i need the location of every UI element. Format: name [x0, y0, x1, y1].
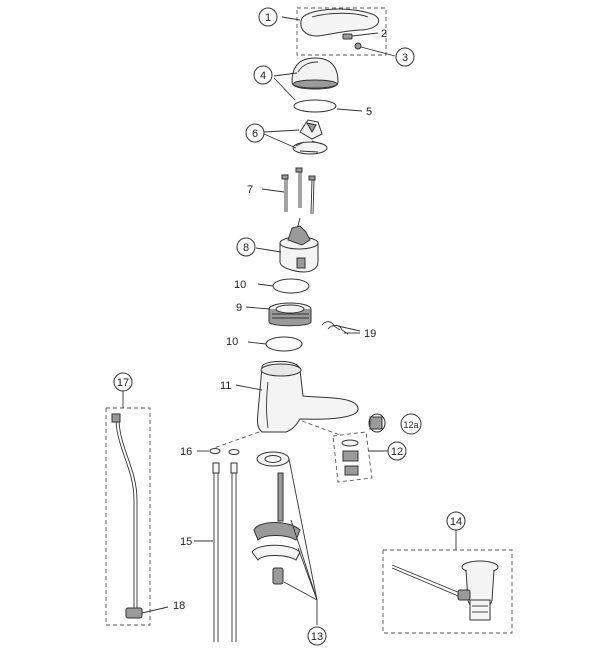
part-cap [354, 42, 362, 50]
callout-18: 18 [173, 600, 185, 612]
callout-6-label: 6 [252, 128, 258, 140]
callout-10-upper: 10 [234, 279, 246, 291]
callout-2: 2 [381, 28, 387, 40]
callout-13-label: 13 [311, 631, 323, 643]
callout-8-label: 8 [243, 242, 249, 254]
part-o-ring-10-lower [265, 336, 303, 352]
part-pop-up-waste [382, 549, 513, 634]
callout-11-label: 11 [220, 380, 231, 392]
part-dome-cover [291, 57, 339, 90]
callout-2-label: 2 [381, 28, 387, 40]
callout-5-label: 5 [366, 106, 372, 118]
part-grub-screw [342, 33, 353, 40]
callout-14-label: 14 [450, 516, 462, 528]
callout-10-lower: 10 [226, 336, 238, 348]
callout-13: 13 [307, 626, 327, 646]
part-o-ring-10-upper [272, 278, 310, 294]
part-aerator-kit [332, 431, 373, 483]
part-tap-body [257, 360, 359, 433]
part-flexible-hoses [212, 462, 238, 642]
part-connector [125, 607, 143, 619]
part-lever-handle [296, 7, 387, 56]
part-fixing-set [251, 451, 301, 585]
part-adaptor [292, 119, 328, 155]
part-screws [281, 167, 316, 215]
callout-12a: 12a [400, 413, 422, 435]
callout-7: 7 [247, 184, 253, 196]
part-o-ring-5 [293, 99, 337, 113]
callout-3: 3 [395, 47, 415, 67]
callout-9-label: 9 [236, 302, 242, 314]
callout-17-label: 17 [117, 377, 129, 389]
callout-9: 9 [236, 302, 242, 314]
callout-10-lower-label: 10 [226, 336, 238, 348]
part-threaded-nut [268, 302, 312, 327]
callout-16: 16 [180, 446, 192, 458]
callout-19-label: 19 [364, 328, 376, 340]
callout-1-label: 1 [265, 12, 271, 24]
callout-3-label: 3 [402, 52, 408, 64]
callout-8: 8 [236, 237, 256, 257]
callout-4-label: 4 [260, 70, 266, 82]
part-aerator [368, 413, 386, 433]
part-cartridge [279, 217, 319, 273]
callout-11: 11 [220, 380, 231, 392]
callout-12-label: 12 [391, 446, 403, 458]
part-connection-pipe [105, 407, 151, 626]
callout-17: 17 [113, 372, 133, 392]
callout-15: 15 [180, 536, 192, 548]
callout-10-upper-label: 10 [234, 279, 246, 291]
callout-15-label: 15 [180, 536, 192, 548]
part-clips [321, 321, 349, 335]
callout-18-label: 18 [173, 600, 185, 612]
part-washers [209, 448, 240, 455]
callout-1: 1 [258, 7, 278, 27]
callout-16-label: 16 [180, 446, 192, 458]
callout-14: 14 [446, 511, 466, 531]
callout-6: 6 [245, 123, 265, 143]
callout-7-label: 7 [247, 184, 253, 196]
callout-4: 4 [253, 65, 273, 85]
callout-12a-label: 12a [403, 420, 418, 430]
callout-5: 5 [366, 106, 372, 118]
callout-12: 12 [387, 441, 407, 461]
callout-19: 19 [364, 328, 376, 340]
